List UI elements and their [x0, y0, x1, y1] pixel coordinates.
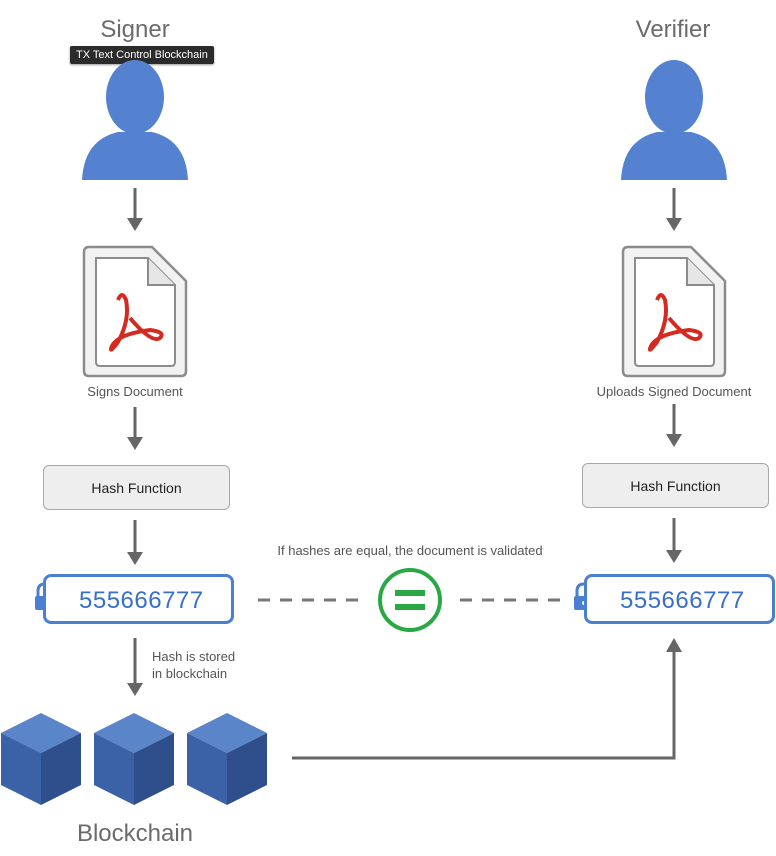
- signer-hash-value: 555666777: [79, 587, 204, 614]
- blockchain-connector: [292, 650, 676, 760]
- block-cube-icon: [1, 713, 81, 805]
- verifier-doc-caption: Uploads Signed Document: [596, 384, 752, 399]
- verifier-user-icon: [621, 60, 727, 180]
- store-note-line1: Hash is stored: [152, 649, 236, 664]
- verifier-hash-value: 555666777: [620, 587, 745, 614]
- equals-icon: [378, 568, 442, 632]
- store-note-line2: in blockchain: [152, 666, 228, 681]
- verifier-pdf-document-icon: [621, 245, 727, 378]
- verifier-hash-box: [584, 574, 775, 624]
- comparison-note: If hashes are equal, the document is val…: [277, 543, 543, 558]
- verifier-hash-function-box: Hash Function: [582, 463, 769, 508]
- signer-hash-function-box: Hash Function: [43, 465, 230, 510]
- signer-pdf-document-icon: [82, 245, 188, 378]
- blockchain-label: Blockchain: [76, 820, 194, 847]
- signer-user-icon: [82, 60, 188, 180]
- arrow-up-icon: [666, 638, 682, 652]
- block-cube-icon: [94, 713, 174, 805]
- verifier-title: Verifier: [635, 16, 711, 43]
- signer-doc-caption: Signs Document: [87, 384, 183, 399]
- tooltip: TX Text Control Blockchain: [70, 46, 214, 64]
- block-cube-icon: [187, 713, 267, 805]
- store-note: Hash is stored in blockchain: [152, 648, 235, 682]
- signer-title: Signer: [100, 16, 170, 43]
- signer-hash-box: [43, 574, 234, 624]
